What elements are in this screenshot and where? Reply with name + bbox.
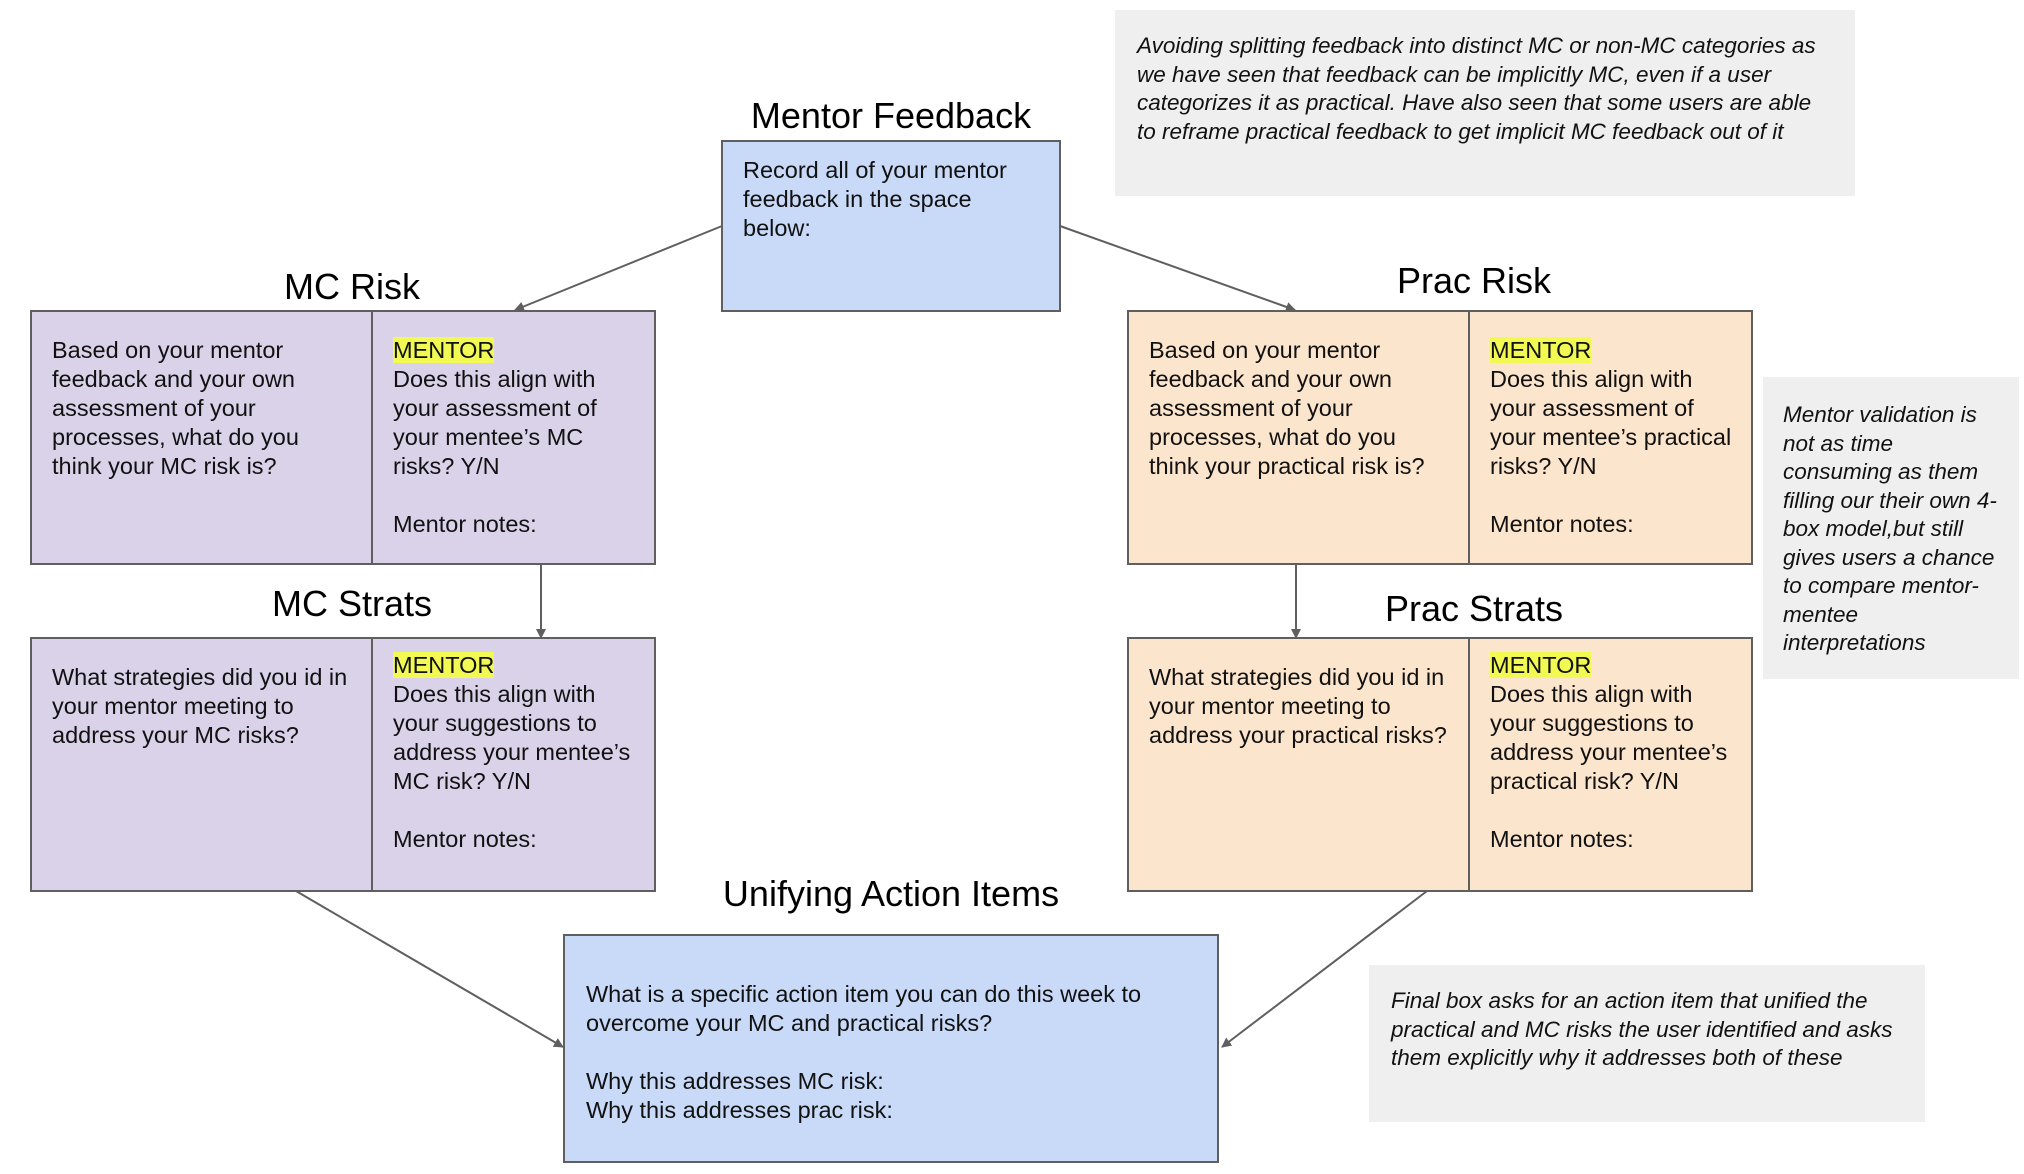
prac-risk-question-cell: Based on your mentor feedback and your o… (1129, 312, 1469, 563)
unifying-question: What is a specific action item you can d… (586, 981, 1142, 1036)
prac-strats-mentor-question: Does this align with your suggestions to… (1490, 681, 1728, 794)
mc-risk-mentor-notes: Mentor notes: (393, 511, 537, 537)
arrow-feedback-to-mc-risk (514, 225, 723, 312)
mentor-feedback-box[interactable]: Record all of your mentor feedback in th… (721, 140, 1061, 312)
prac-strats-mentor-cell: MENTOR Does this align with your suggest… (1468, 639, 1751, 890)
mentor-feedback-title: Mentor Feedback (750, 95, 1032, 136)
prac-strats-mentor-tag: MENTOR (1490, 652, 1592, 678)
prac-risk-mentor-cell: MENTOR Does this align with your assessm… (1468, 312, 1751, 563)
mc-risk-mentor-cell: MENTOR Does this align with your assessm… (371, 312, 654, 563)
mc-strats-mentor-cell: MENTOR Does this align with your suggest… (371, 639, 654, 890)
mc-risk-box[interactable]: Based on your mentor feedback and your o… (30, 310, 656, 565)
prac-strats-title: Prac Strats (1384, 588, 1564, 629)
arrow-mc-strats-to-unifying (295, 890, 564, 1048)
mc-strats-question-cell: What strategies did you id in your mento… (32, 639, 372, 890)
mc-strats-mentor-tag: MENTOR (393, 652, 495, 678)
prac-risk-question: Based on your mentor feedback and your o… (1149, 337, 1425, 479)
note-top: Avoiding splitting feedback into distinc… (1115, 10, 1855, 196)
unifying-line-mc: Why this addresses MC risk: (586, 1068, 884, 1094)
mc-strats-mentor-question: Does this align with your suggestions to… (393, 681, 631, 794)
prac-strats-box[interactable]: What strategies did you id in your mento… (1127, 637, 1753, 892)
mc-strats-title: MC Strats (271, 583, 433, 624)
prac-strats-question: What strategies did you id in your mento… (1149, 664, 1447, 748)
note-bottom-text: Final box asks for an action item that u… (1391, 988, 1893, 1070)
prac-risk-mentor-tag: MENTOR (1490, 337, 1592, 363)
prac-risk-mentor-notes: Mentor notes: (1490, 511, 1634, 537)
prac-risk-box[interactable]: Based on your mentor feedback and your o… (1127, 310, 1753, 565)
prac-risk-mentor-question: Does this align with your assessment of … (1490, 366, 1732, 479)
arrow-feedback-to-prac-risk (1059, 225, 1296, 312)
mc-strats-question: What strategies did you id in your mento… (52, 664, 348, 748)
prac-strats-question-cell: What strategies did you id in your mento… (1129, 639, 1469, 890)
unifying-line-prac: Why this addresses prac risk: (586, 1097, 893, 1123)
unifying-title: Unifying Action Items (722, 873, 1060, 914)
note-right: Mentor validation is not as time consumi… (1763, 377, 2019, 679)
prac-strats-mentor-notes: Mentor notes: (1490, 826, 1634, 852)
mc-risk-mentor-tag: MENTOR (393, 337, 495, 363)
mc-risk-question-cell: Based on your mentor feedback and your o… (32, 312, 372, 563)
prac-risk-title: Prac Risk (1396, 260, 1552, 301)
mc-risk-question: Based on your mentor feedback and your o… (52, 337, 299, 479)
note-bottom: Final box asks for an action item that u… (1369, 965, 1925, 1122)
note-top-text: Avoiding splitting feedback into distinc… (1137, 33, 1816, 144)
unifying-box[interactable]: What is a specific action item you can d… (563, 934, 1219, 1163)
mc-risk-title: MC Risk (284, 266, 420, 307)
mentor-feedback-text: Record all of your mentor feedback in th… (743, 157, 1007, 241)
mc-risk-mentor-question: Does this align with your assessment of … (393, 366, 597, 479)
mc-strats-mentor-notes: Mentor notes: (393, 826, 537, 852)
mc-strats-box[interactable]: What strategies did you id in your mento… (30, 637, 656, 892)
arrow-prac-strats-to-unifying (1221, 890, 1428, 1048)
note-right-text: Mentor validation is not as time consumi… (1783, 402, 1997, 655)
